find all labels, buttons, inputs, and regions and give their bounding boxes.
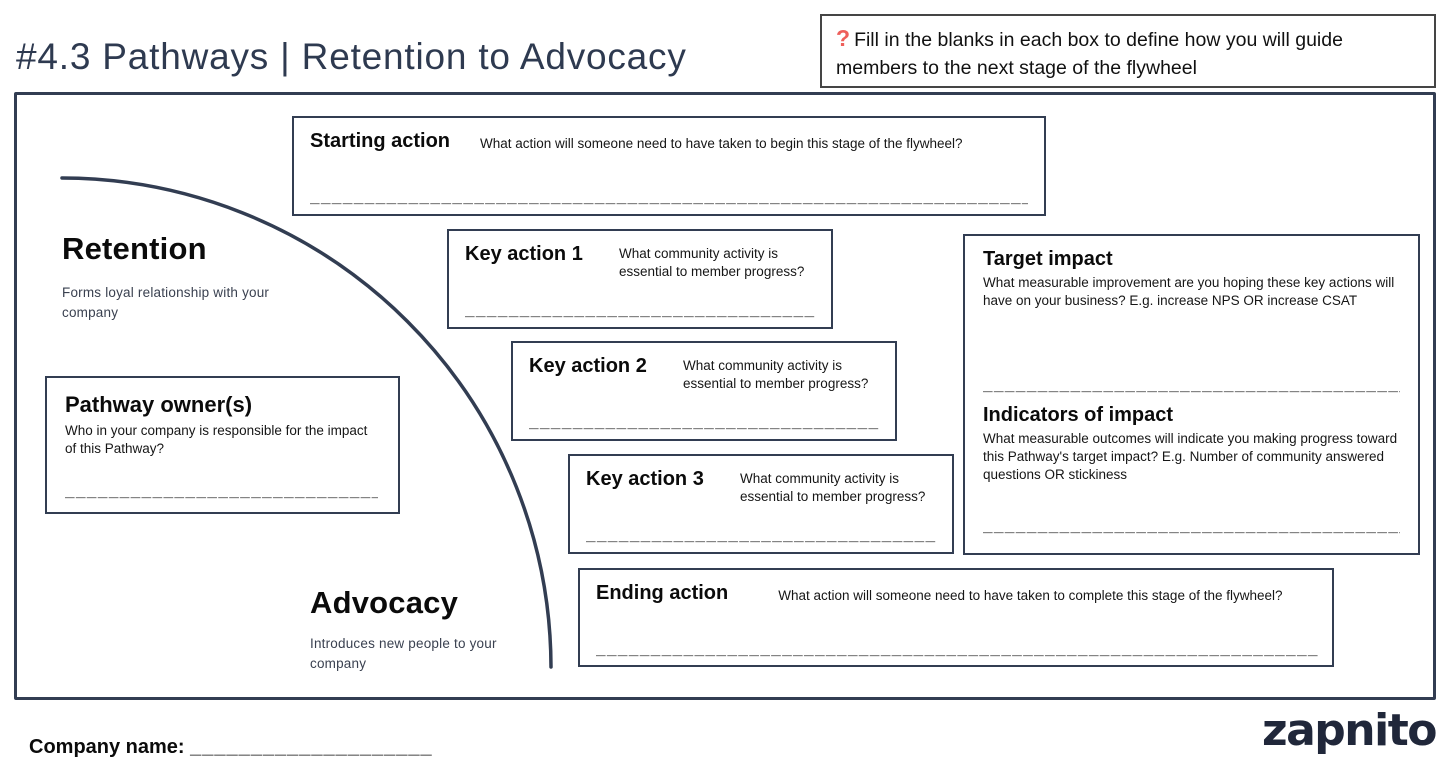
pathway-owner-blank[interactable]: ________________________________________…	[65, 481, 378, 500]
question-mark-icon: ?	[836, 25, 851, 51]
impact-box: Target impact What measurable improvemen…	[963, 234, 1420, 555]
key-action-1-box: Key action 1 What community activity is …	[447, 229, 833, 329]
indicators-of-impact-title: Indicators of impact	[983, 404, 1174, 426]
target-impact-title: Target impact	[983, 248, 1113, 270]
key-action-3-box: Key action 3 What community activity is …	[568, 454, 954, 554]
key-action-2-title: Key action 2	[529, 355, 647, 377]
key-action-2-hint: What community activity is essential to …	[683, 358, 869, 392]
pathway-owner-box: Pathway owner(s) Who in your company is …	[45, 376, 400, 514]
instruction-text: Fill in the blanks in each box to define…	[836, 29, 1343, 79]
company-name-blank[interactable]: ____________________	[190, 736, 433, 758]
indicators-of-impact-hint: What measurable outcomes will indicate y…	[983, 431, 1398, 483]
target-impact-hint: What measurable improvement are you hopi…	[983, 275, 1395, 309]
ending-action-hint: What action will someone need to have ta…	[778, 588, 1283, 603]
retention-stage-title: Retention	[62, 231, 207, 266]
key-action-3-title: Key action 3	[586, 468, 704, 490]
advocacy-stage-description: Introduces new people to your company	[310, 636, 497, 672]
starting-action-title: Starting action	[310, 130, 451, 152]
indicators-of-impact-blank[interactable]: ________________________________________…	[983, 516, 1400, 535]
indicators-of-impact-section: Indicators of impact What measurable out…	[983, 404, 1400, 541]
starting-action-hint: What action will someone need to have ta…	[480, 136, 963, 151]
advocacy-stage-title: Advocacy	[310, 585, 459, 620]
target-impact-section: Target impact What measurable improvemen…	[983, 248, 1400, 396]
key-action-2-box: Key action 2 What community activity is …	[511, 341, 897, 441]
instruction-box: ?Fill in the blanks in each box to defin…	[820, 14, 1436, 88]
key-action-1-hint: What community activity is essential to …	[619, 246, 805, 280]
company-name-row: Company name: ____________________	[29, 736, 433, 759]
key-action-1-title: Key action 1	[465, 243, 583, 265]
ending-action-title: Ending action	[596, 582, 729, 604]
ending-action-blank[interactable]: ________________________________________…	[596, 639, 1318, 658]
key-action-2-blank[interactable]: ________________________________________…	[529, 412, 879, 431]
target-impact-blank[interactable]: ________________________________________…	[983, 375, 1400, 394]
zapnito-logo: zapnito	[1262, 705, 1437, 756]
retention-stage-description: Forms loyal relationship with your compa…	[62, 285, 270, 321]
starting-action-box: Starting action What action will someone…	[292, 116, 1046, 216]
page-title: #4.3 Pathways | Retention to Advocacy	[16, 36, 687, 77]
key-action-3-hint: What community activity is essential to …	[740, 471, 926, 505]
pathway-owner-title: Pathway owner(s)	[65, 392, 253, 417]
key-action-1-blank[interactable]: ________________________________________…	[465, 300, 815, 319]
company-name-label: Company name:	[29, 736, 185, 758]
starting-action-blank[interactable]: ________________________________________…	[310, 187, 1028, 206]
ending-action-box: Ending action What action will someone n…	[578, 568, 1334, 667]
pathway-owner-hint: Who in your company is responsible for t…	[65, 423, 368, 457]
key-action-3-blank[interactable]: ________________________________________…	[586, 525, 936, 544]
